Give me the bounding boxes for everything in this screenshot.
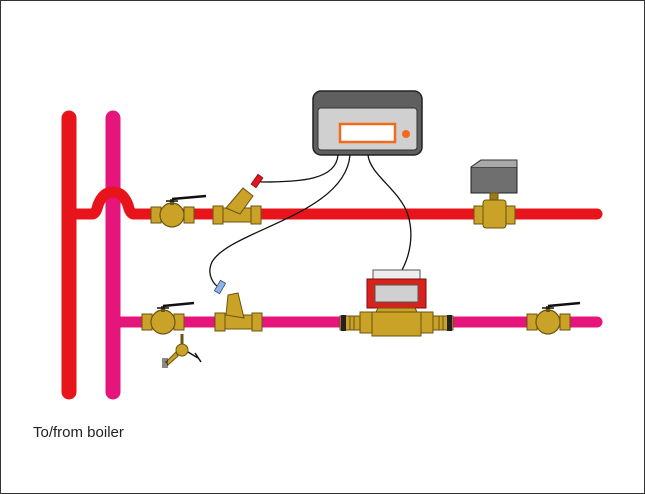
return-temperature-sensor-icon (213, 279, 227, 295)
flow-ball-valve-icon (150, 194, 207, 228)
flow-temperature-sensor-icon (250, 173, 264, 189)
flow-meter-icon (339, 269, 454, 337)
wire-to-return-sensor (209, 154, 351, 289)
drain-valve-icon (162, 334, 202, 368)
right-ball-valve-icon (526, 301, 581, 335)
wire-to-flow-meter (367, 154, 412, 271)
calculator-display (338, 122, 397, 144)
return-y-strainer-icon (214, 292, 263, 332)
calculator-led (402, 130, 410, 138)
flow-pipe-crossover (63, 186, 603, 220)
signal-wires (209, 154, 412, 289)
wire-to-flow-sensor (257, 154, 339, 183)
motorized-valve-icon (470, 159, 518, 229)
boiler-caption: To/from boiler (33, 424, 124, 441)
heat-meter-calculator-icon (312, 90, 423, 156)
return-ball-valve-icon (141, 301, 195, 335)
flow-y-strainer-icon (212, 187, 262, 225)
